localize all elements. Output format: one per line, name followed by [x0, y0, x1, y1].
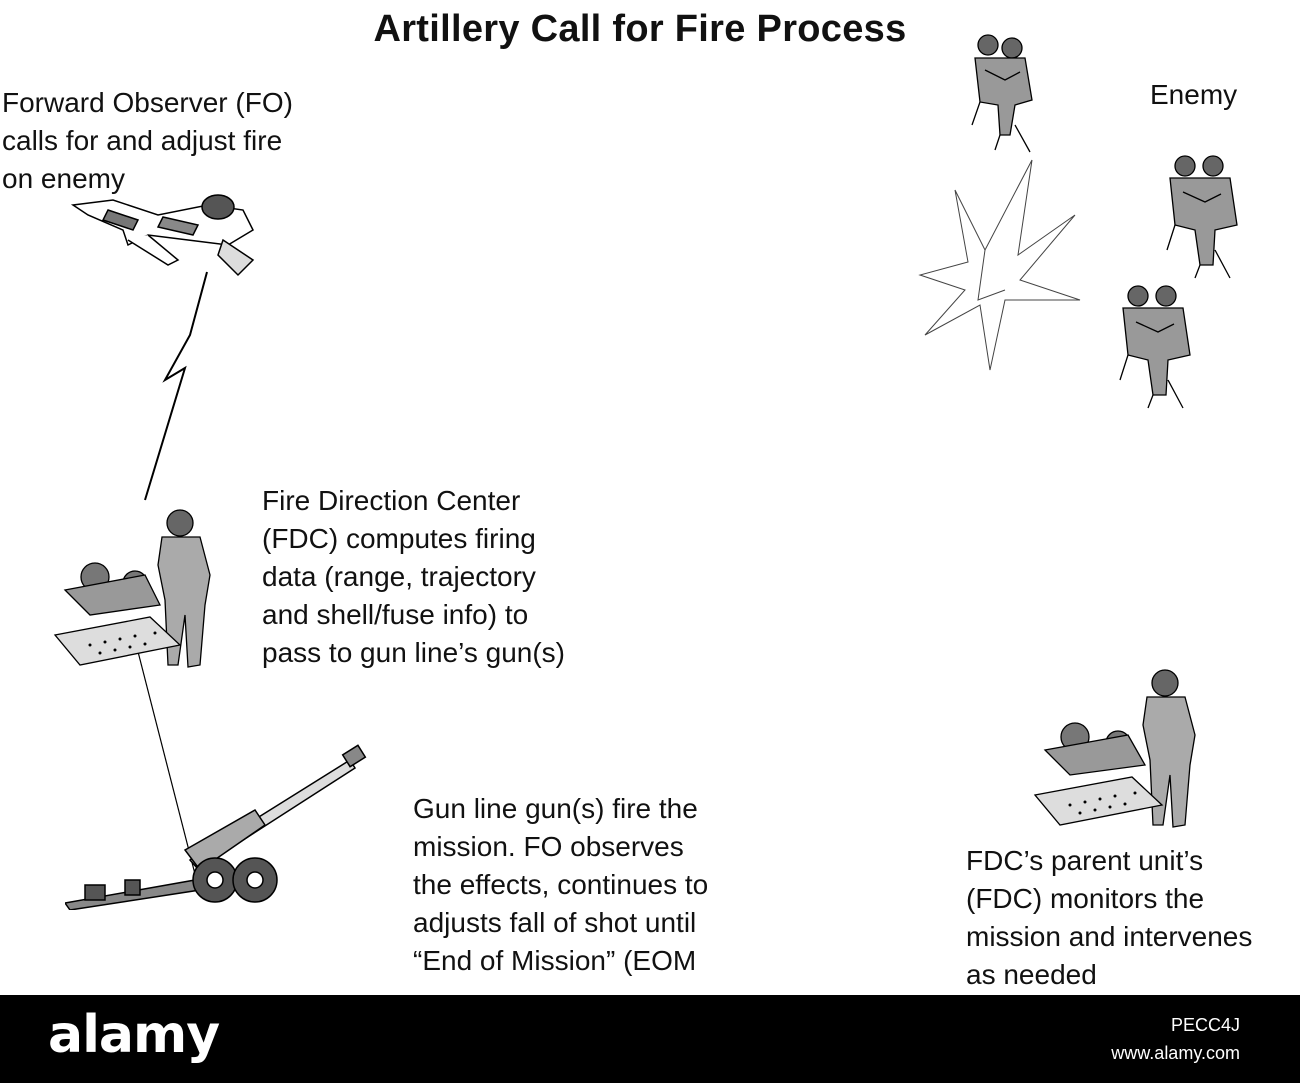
- fdc-label-line: pass to gun line’s gun(s): [262, 637, 565, 668]
- gun-line-label-line: adjusts fall of shot until: [413, 907, 697, 938]
- fo-label-line: calls for and adjust fire: [2, 125, 283, 156]
- parent-unit-label-line: mission and intervenes: [966, 921, 1253, 952]
- soldier-group-icon: [971, 34, 1033, 153]
- fdc-label: Fire Direction Center (FDC) computes fir…: [262, 482, 565, 672]
- fdc-label-line: (FDC) computes firing: [262, 523, 536, 554]
- gun-line-label-line: mission. FO observes: [413, 831, 684, 862]
- fdc-label-line: Fire Direction Center: [262, 485, 521, 516]
- fo-label-line: Forward Observer (FO): [2, 87, 293, 118]
- impact-burst-icon: [918, 159, 1081, 371]
- enemy-label: Enemy: [1150, 79, 1238, 110]
- parent-unit-label-line: (FDC) monitors the: [966, 883, 1205, 914]
- fdc-label-line: and shell/fuse info) to: [262, 599, 529, 630]
- fdc-to-gun-link: [134, 639, 197, 879]
- radio-link-lightning-icon: [144, 271, 208, 501]
- watermark-bar: alamy PECC4J www.alamy.com: [0, 995, 1300, 1083]
- parent-unit-label: FDC’s parent unit’s (FDC) monitors the m…: [966, 842, 1252, 994]
- gun-line-label-line: Gun line gun(s) fire the: [413, 793, 698, 824]
- connections-layer: [134, 159, 1081, 879]
- fdc-team-icon: [1033, 669, 1196, 828]
- fdc-team-icon: [53, 509, 211, 668]
- diagram: Artillery Call for Fire Process Forward …: [2, 8, 1252, 994]
- prone-soldier-icon: [70, 194, 255, 277]
- gun-line-label-line: the effects, continues to: [413, 869, 709, 900]
- site-url: www.alamy.com: [1111, 1043, 1240, 1063]
- fdc-label-line: data (range, trajectory: [262, 561, 536, 592]
- fo-label: Forward Observer (FO) calls for and adju…: [2, 84, 293, 198]
- gun-line-label-line: “End of Mission” (EOM: [413, 945, 697, 976]
- fo-label-line: on enemy: [2, 163, 125, 194]
- image-id: PECC4J: [1170, 1015, 1240, 1035]
- parent-unit-label-line: as needed: [966, 959, 1097, 990]
- howitzer-icon: [65, 744, 367, 910]
- soldier-group-icon: [1119, 285, 1191, 409]
- gun-line-label: Gun line gun(s) fire the mission. FO obs…: [413, 790, 708, 980]
- alamy-logo: alamy: [48, 1005, 220, 1065]
- soldier-group-icon: [1166, 155, 1238, 279]
- diagram-title: Artillery Call for Fire Process: [373, 8, 907, 50]
- parent-unit-label-line: FDC’s parent unit’s: [966, 845, 1204, 876]
